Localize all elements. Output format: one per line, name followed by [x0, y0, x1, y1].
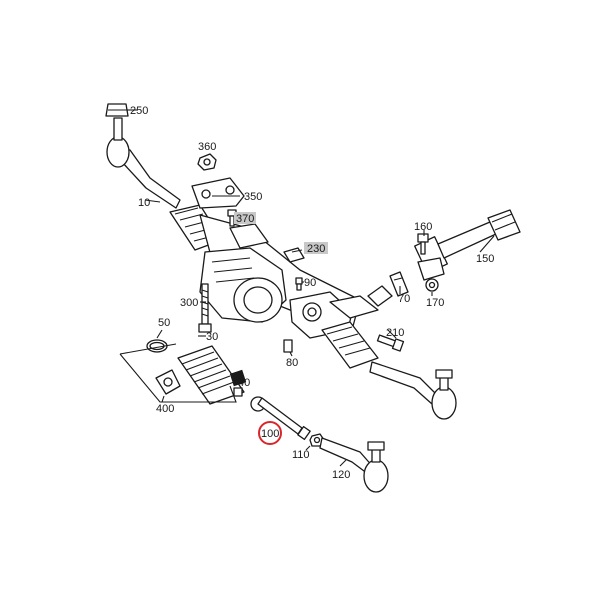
right-tie-rod: [369, 361, 457, 420]
inner-tie-rod-100: [250, 396, 311, 441]
label-250: 250: [130, 105, 148, 117]
label-90: 90: [304, 277, 316, 289]
label-10: 10: [138, 197, 150, 209]
label-30: 30: [206, 331, 218, 343]
clip-70: [389, 271, 409, 297]
label-70: 70: [398, 293, 410, 305]
label-40: 40: [238, 377, 250, 389]
nut-360: [197, 153, 217, 171]
label-box-230: [304, 242, 328, 254]
screw-90: [295, 277, 303, 291]
label-230: 230: [307, 243, 325, 255]
label-150: 150: [476, 253, 494, 265]
clamp-400: [155, 369, 181, 395]
label-100: 100: [261, 428, 279, 440]
bolt-210: [376, 334, 405, 352]
rack-housing: [199, 214, 379, 339]
label-370: 370: [236, 213, 254, 225]
label-plate-230: [283, 247, 305, 263]
label-400: 400: [156, 403, 174, 415]
highlight-circle-100: [258, 421, 282, 445]
label-360: 360: [198, 141, 216, 153]
bracket-line-30-400: [119, 343, 237, 403]
label-170: 170: [426, 297, 444, 309]
clamp-50: [146, 339, 168, 353]
bolt-160: [417, 233, 429, 255]
leader-lines: [127, 109, 495, 467]
left-tie-rod-end: [105, 103, 181, 209]
label-350: 350: [244, 191, 262, 203]
nut-170: [425, 278, 439, 292]
label-300: 300: [180, 297, 198, 309]
label-box-370: [234, 212, 256, 224]
label-50: 50: [158, 317, 170, 329]
label-210: 210: [386, 327, 404, 339]
rack-right-bellow: [321, 321, 379, 369]
bolt-300: [198, 283, 212, 333]
label-80: 80: [286, 357, 298, 369]
bracket-350: [191, 177, 245, 209]
label-160: 160: [414, 221, 432, 233]
label-120: 120: [332, 469, 350, 481]
nut-40: [233, 387, 243, 397]
intermediate-shaft: [367, 209, 521, 307]
label-110: 110: [292, 449, 310, 461]
boot-30: [177, 345, 247, 405]
tie-rod-end-120: [319, 437, 389, 493]
spacer-80: [283, 339, 293, 353]
